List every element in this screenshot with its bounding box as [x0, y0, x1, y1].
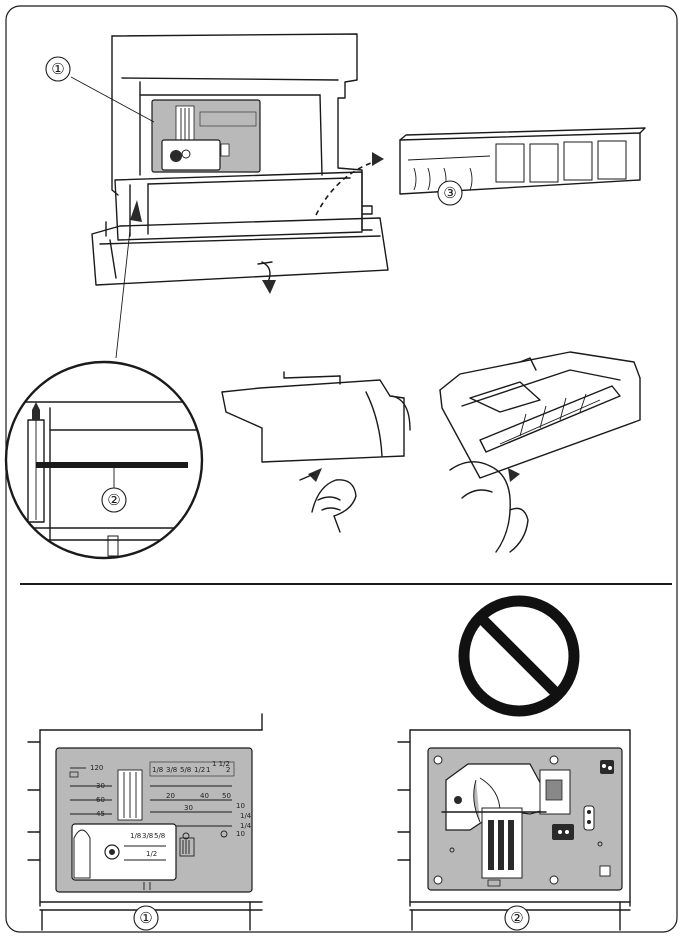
frac-5: 1	[206, 766, 210, 774]
inset-2: 3/8	[142, 832, 153, 840]
guide-50: 50	[222, 792, 231, 800]
inset-3: 5/8	[154, 832, 165, 840]
guide-quarter-b: 1/4	[240, 822, 252, 830]
guide-10: 10	[236, 802, 245, 810]
frac-6: 1 1/2	[212, 760, 230, 768]
frac-4: 1/2	[194, 766, 205, 774]
guide-quarter: 1/4	[240, 812, 252, 820]
needle-plate-correct: 120 30 60 45 20 40 50 30 10 1/4 10 1/4 1…	[27, 713, 263, 931]
callout-2-label: ②	[107, 491, 120, 509]
guide-10b: 10	[236, 830, 245, 838]
frac-1: 1/8	[152, 766, 163, 774]
callout-2	[101, 487, 127, 513]
guide-60: 60	[96, 796, 105, 804]
guide-40: 40	[200, 792, 209, 800]
guide-120: 120	[90, 764, 103, 772]
callout-3-label: ③	[443, 184, 456, 202]
zoom-leader-line	[115, 229, 131, 359]
accessory-tray	[399, 127, 646, 195]
open-tray	[91, 217, 389, 286]
drawer-panel	[114, 171, 363, 241]
hand-pressing-release	[221, 371, 411, 533]
frac-7: 2	[226, 766, 230, 774]
machine-top-view	[70, 33, 389, 294]
hand-pulling-drawer	[439, 351, 641, 553]
needle-plate-incorrect	[397, 729, 631, 931]
callout-1-label: ①	[51, 60, 64, 78]
guide-45: 45	[96, 810, 105, 818]
callout-3	[437, 180, 463, 206]
inset-4: 1/2	[146, 850, 157, 858]
no-symbol-icon	[458, 595, 580, 717]
frac-3: 5/8	[180, 766, 191, 774]
caption-2	[504, 905, 530, 931]
caption-1-label: ①	[139, 909, 152, 927]
caption-2-label: ②	[510, 909, 523, 927]
leader-line-1	[70, 76, 155, 123]
callout-1	[45, 56, 71, 82]
caption-1	[133, 905, 159, 931]
guide-30b: 30	[184, 804, 193, 812]
guide-30: 30	[96, 782, 105, 790]
frac-2: 3/8	[166, 766, 177, 774]
guide-20: 20	[166, 792, 175, 800]
inset-1: 1/8	[130, 832, 141, 840]
zoom-detail	[4, 360, 204, 560]
